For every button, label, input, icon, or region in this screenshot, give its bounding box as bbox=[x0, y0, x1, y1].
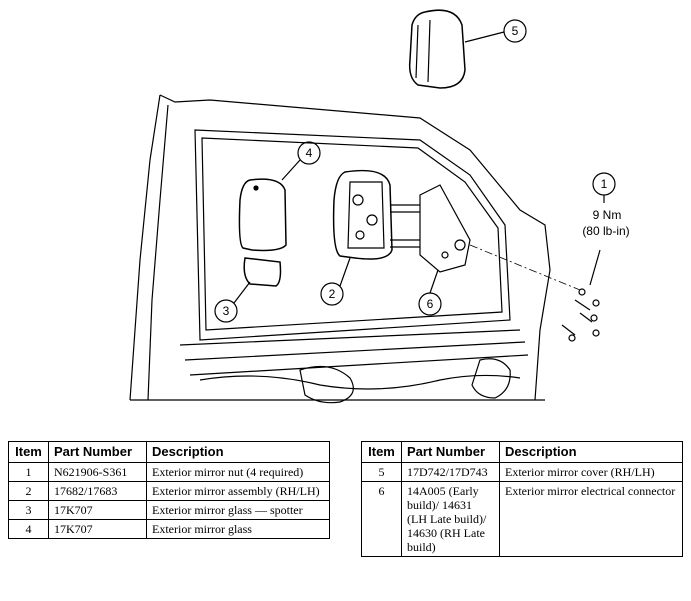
mirror-assembly-part bbox=[332, 169, 393, 260]
callout-4: 4 bbox=[306, 146, 313, 160]
header-item: Item bbox=[361, 441, 402, 463]
table-row: 1 N621906-S361 Exterior mirror nut (4 re… bbox=[8, 462, 330, 482]
callout-circles bbox=[214, 19, 616, 323]
callout-2: 2 bbox=[329, 287, 336, 301]
table-row: 6 14A005 (Early build)/ 14631 (LH Late b… bbox=[361, 481, 683, 557]
callout-6: 6 bbox=[427, 297, 434, 311]
table-row: 4 17K707 Exterior mirror glass bbox=[8, 519, 330, 539]
parts-table-right: Item Part Number Description 5 17D742/17… bbox=[361, 441, 683, 557]
mirror-cover-part bbox=[408, 9, 466, 89]
mirror-glass-part bbox=[238, 178, 287, 252]
header-item: Item bbox=[8, 441, 49, 463]
table-row: 2 17682/17683 Exterior mirror assembly (… bbox=[8, 481, 330, 501]
table-row: 5 17D742/17D743 Exterior mirror cover (R… bbox=[361, 462, 683, 482]
header-part-number: Part Number bbox=[401, 441, 500, 463]
door-frame bbox=[129, 94, 551, 401]
header-description: Description bbox=[499, 441, 683, 463]
parts-table-left: Item Part Number Description 1 N621906-S… bbox=[8, 441, 330, 539]
exploded-view-diagram: 1 2 3 4 5 6 9 Nm (80 lb-in) bbox=[129, 9, 630, 404]
spotter-glass-part bbox=[243, 257, 282, 287]
torque-nm: 9 Nm bbox=[593, 208, 622, 222]
header-description: Description bbox=[146, 441, 330, 463]
callout-3: 3 bbox=[223, 304, 230, 318]
callout-1: 1 bbox=[601, 177, 608, 191]
table-row: 3 17K707 Exterior mirror glass — spotter bbox=[8, 500, 330, 520]
callout-5: 5 bbox=[512, 24, 519, 38]
window-opening bbox=[194, 129, 511, 341]
mirror-nuts bbox=[561, 288, 600, 342]
header-part-number: Part Number bbox=[48, 441, 147, 463]
table-header-row: Item Part Number Description bbox=[361, 441, 683, 463]
torque-lbin: (80 lb-in) bbox=[582, 224, 629, 238]
table-header-row: Item Part Number Description bbox=[8, 441, 330, 463]
